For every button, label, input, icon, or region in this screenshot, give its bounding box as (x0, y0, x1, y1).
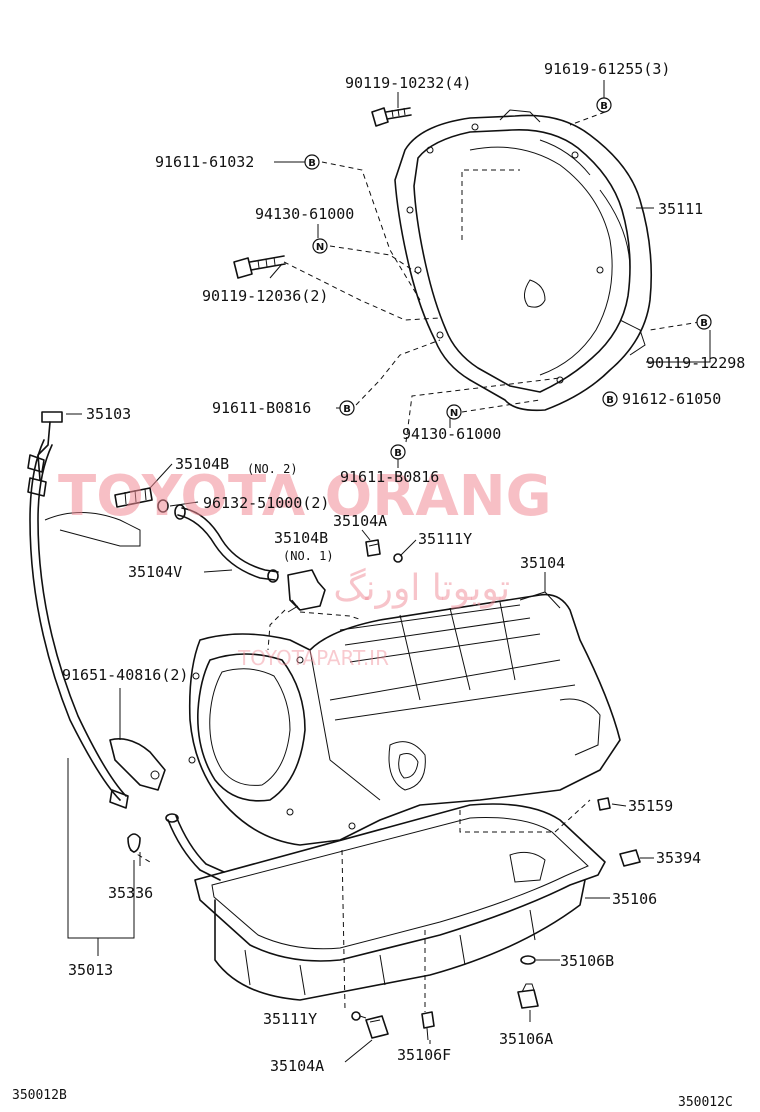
union-35104B-no1 (287, 569, 326, 613)
part-labels: 90119-10232(4) 91619-61255(3) 91611-6103… (62, 60, 745, 1075)
svg-text:N: N (316, 242, 324, 253)
transmission-case (188, 591, 621, 846)
gasket-96132-51000 (157, 499, 279, 583)
leader-lines (66, 80, 711, 1063)
ring-35336 (127, 833, 141, 853)
label-91611-b0816-left: 91611-B0816 (212, 399, 311, 417)
bolt-90119-10232 (371, 107, 412, 127)
label-35336: 35336 (108, 884, 153, 902)
label-35104b-no1-sub: (NO. 1) (283, 549, 334, 563)
union-35104B-no2 (114, 487, 153, 508)
label-35111: 35111 (658, 200, 703, 218)
svg-text:N: N (450, 408, 458, 419)
label-35111y-bottom: 35111Y (263, 1010, 317, 1028)
label-35104: 35104 (520, 554, 565, 572)
plug-35104A-top (365, 539, 381, 557)
watermark-url: TOYOTAPART.IR (237, 646, 389, 670)
watermark-persian: تویوتا اورنگ (333, 567, 510, 609)
marker-b-91612: B (602, 391, 618, 407)
label-35104b-no2: 35104B (175, 455, 229, 473)
label-35394: 35394 (656, 849, 701, 867)
label-94130-61000-top: 94130-61000 (255, 205, 354, 223)
svg-text:B: B (606, 395, 614, 406)
label-35104b-no1: 35104B (274, 529, 328, 547)
oil-pan (194, 803, 606, 1001)
label-91611-b0816-bottom: 91611-B0816 (340, 468, 439, 486)
label-91611-61032: 91611-61032 (155, 153, 254, 171)
gasket-35106B (520, 955, 536, 965)
footer-code-right: 350012C (678, 1095, 733, 1110)
footer-code-left: 350012B (12, 1088, 67, 1103)
label-35106a: 35106A (499, 1030, 553, 1048)
marker-b-91611-b0816-left: B (339, 400, 355, 416)
label-35106: 35106 (612, 890, 657, 908)
label-91651-40816: 91651-40816(2) (62, 666, 188, 684)
oring-35111Y-top (393, 553, 403, 563)
dashed-leaders (129, 111, 701, 1012)
svg-text:B: B (343, 404, 351, 415)
marker-b-91611-61032: B (304, 154, 320, 170)
label-91619-61255: 91619-61255(3) (544, 60, 670, 78)
label-35106b: 35106B (560, 952, 614, 970)
bolt-35106F (421, 1011, 435, 1041)
drain-plug-35106A (517, 983, 539, 1009)
svg-text:B: B (700, 318, 708, 329)
label-35111y-top: 35111Y (418, 530, 472, 548)
label-96132-51000: 96132-51000(2) (203, 494, 329, 512)
marker-b-91619: B (596, 97, 612, 113)
svg-text:B: B (394, 448, 402, 459)
label-35104b-no2-sub: (NO. 2) (247, 462, 298, 476)
watermark: TOYOTA ORANG تویوتا اورنگ TOYOTAPART.IR (58, 464, 552, 670)
label-35104a-top: 35104A (333, 512, 387, 530)
label-90119-10232: 90119-10232(4) (345, 74, 471, 92)
svg-text:B: B (600, 101, 608, 112)
marker-n-94130-bottom: N (446, 404, 462, 420)
watermark-brand: TOYOTA ORANG (58, 464, 552, 529)
marker-b-91611-b0816-bottom: B (390, 444, 406, 460)
svg-text:B: B (308, 158, 316, 169)
label-94130-61000-bottom: 94130-61000 (402, 425, 501, 443)
plug-35159 (597, 797, 611, 811)
label-35104v: 35104V (128, 563, 182, 581)
label-35106f: 35106F (397, 1046, 451, 1064)
transmission-housing (394, 109, 653, 412)
marker-n-94130-top: N (312, 238, 328, 254)
bracket-91651 (109, 738, 166, 791)
label-35013: 35013 (68, 961, 113, 979)
filler-tube (165, 813, 225, 881)
label-35104a-bottom: 35104A (270, 1057, 324, 1075)
label-90119-12298: 90119-12298 (646, 354, 745, 372)
plug-35394 (619, 849, 641, 867)
dipstick-tube (27, 411, 141, 809)
oring-35111Y-bottom (351, 1011, 361, 1021)
label-35103: 35103 (86, 405, 131, 423)
label-35159: 35159 (628, 797, 673, 815)
bolt-90119-12036 (233, 255, 286, 279)
label-90119-12036: 90119-12036(2) (202, 287, 328, 305)
label-91612-61050: 91612-61050 (622, 390, 721, 408)
plug-35104A-bottom (365, 1015, 389, 1039)
marker-b-90119-12298: B (696, 314, 712, 330)
